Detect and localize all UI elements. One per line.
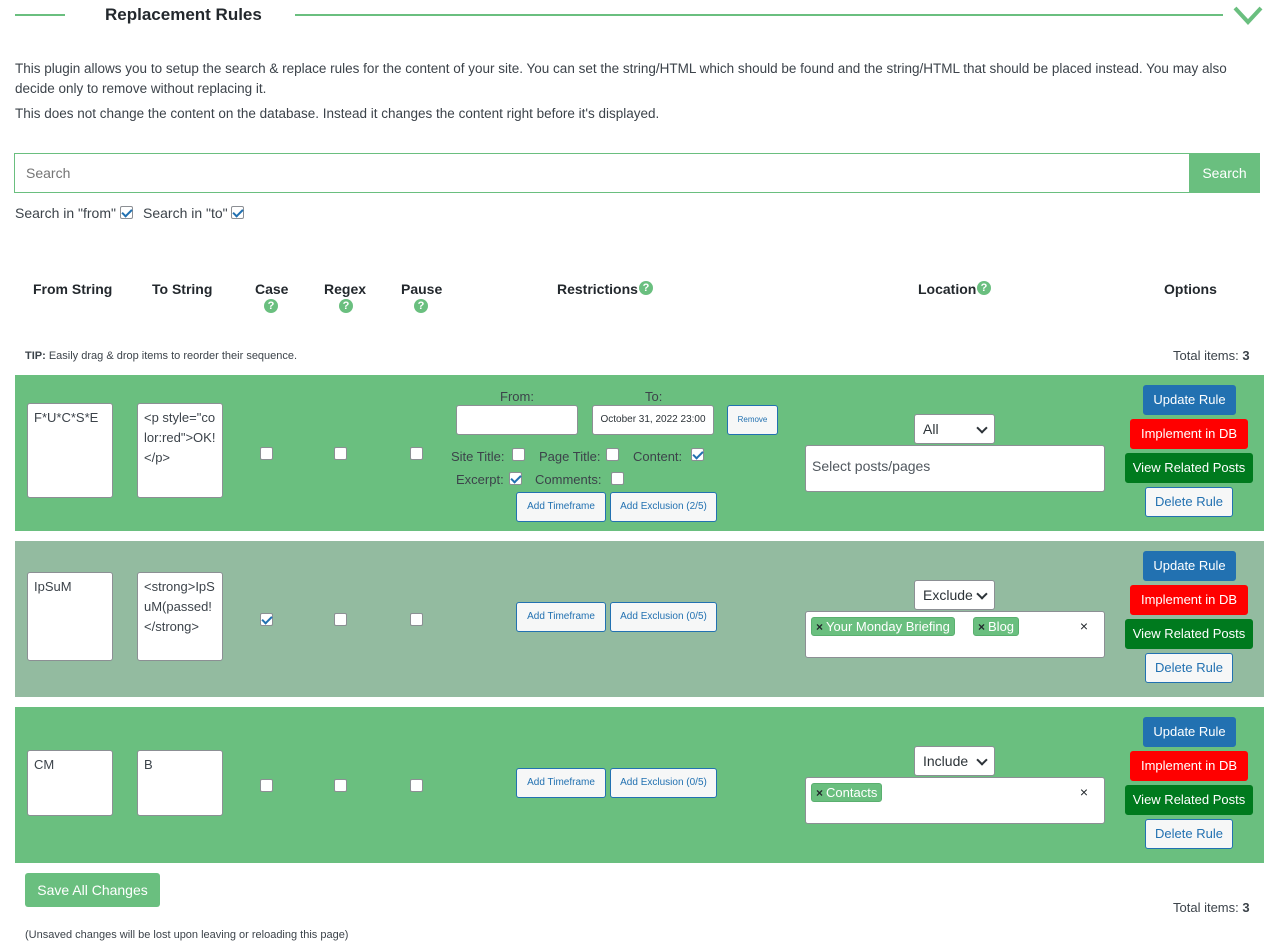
add-timeframe-button[interactable]: Add Timeframe: [516, 602, 606, 632]
clear-selection-icon[interactable]: ×: [1079, 618, 1088, 634]
update-rule-button[interactable]: Update Rule: [1143, 717, 1236, 747]
implement-in-db-button[interactable]: Implement in DB: [1130, 585, 1248, 615]
page-title-label: Page Title:: [539, 449, 601, 464]
timeframe-from-input[interactable]: [456, 405, 578, 435]
from-string-input[interactable]: IpSuM: [27, 572, 113, 661]
regex-checkbox[interactable]: [334, 779, 347, 792]
chevron-down-icon[interactable]: [1232, 5, 1264, 27]
to-string-input[interactable]: <strong>IpSuM(passed!</strong>: [137, 572, 223, 661]
from-string-input[interactable]: F*U*C*S*E: [27, 403, 113, 498]
remove-tag-icon[interactable]: ×: [816, 620, 824, 634]
content-label: Content:: [633, 449, 683, 464]
page-title-checkbox[interactable]: [606, 448, 619, 461]
col-to-string: To String: [152, 281, 213, 297]
search-in-to-label: Search in "to": [143, 205, 228, 221]
col-location: Location: [918, 281, 977, 297]
pause-checkbox[interactable]: [410, 613, 423, 626]
pause-help-icon[interactable]: ?: [414, 299, 428, 313]
tip-text: TIP: Easily drag & drop items to reorder…: [25, 350, 298, 362]
location-mode-select[interactable]: Include: [914, 746, 995, 776]
description-line-1: This plugin allows you to setup the sear…: [15, 61, 1227, 96]
search-in-to-checkbox[interactable]: [231, 206, 244, 219]
delete-rule-button[interactable]: Delete Rule: [1145, 487, 1233, 517]
from-string-input[interactable]: CM: [27, 750, 113, 816]
restrictions-help-icon[interactable]: ?: [639, 281, 653, 295]
timeframe-to-label: To:: [645, 389, 663, 404]
search-button[interactable]: Search: [1189, 153, 1260, 193]
chevron-down-icon: [976, 754, 988, 766]
col-options: Options: [1164, 281, 1217, 297]
add-exclusion-button[interactable]: Add Exclusion (2/5): [610, 492, 717, 522]
timeframe-to-input[interactable]: October 31, 2022 23:00: [592, 405, 714, 435]
col-case: Case: [255, 281, 289, 297]
case-checkbox[interactable]: [260, 447, 273, 460]
remove-tag-icon[interactable]: ×: [816, 786, 824, 800]
rule-row-2[interactable]: IpSuM <strong>IpSuM(passed!</strong> Add…: [15, 541, 1264, 697]
delete-rule-button[interactable]: Delete Rule: [1145, 819, 1233, 849]
comments-checkbox[interactable]: [611, 472, 624, 485]
unsaved-changes-note: (Unsaved changes will be lost upon leavi…: [25, 929, 349, 941]
clear-selection-icon[interactable]: ×: [1079, 784, 1088, 800]
header-line-right: [295, 14, 1223, 16]
total-items-bottom: Total items: 3: [1173, 900, 1250, 915]
case-checkbox[interactable]: [260, 613, 273, 626]
col-pause: Pause: [401, 281, 443, 297]
col-regex: Regex: [324, 281, 367, 297]
chevron-down-icon: [976, 588, 988, 600]
content-checkbox[interactable]: [691, 448, 704, 461]
col-from-string: From String: [33, 281, 113, 297]
case-help-icon[interactable]: ?: [264, 299, 278, 313]
site-title-label: Site Title:: [451, 449, 505, 464]
add-exclusion-button[interactable]: Add Exclusion (0/5): [610, 602, 717, 632]
total-items-top: Total items: 3: [1173, 348, 1250, 363]
remove-tag-icon[interactable]: ×: [978, 620, 986, 634]
location-tag[interactable]: ×Blog: [973, 617, 1020, 636]
view-related-posts-button[interactable]: View Related Posts: [1125, 619, 1253, 649]
section-title: Replacement Rules: [105, 5, 262, 24]
save-all-changes-button[interactable]: Save All Changes: [25, 873, 160, 907]
update-rule-button[interactable]: Update Rule: [1143, 551, 1236, 581]
select-placeholder: Select posts/pages: [812, 458, 931, 474]
location-tag[interactable]: ×Contacts: [811, 783, 883, 802]
view-related-posts-button[interactable]: View Related Posts: [1125, 453, 1253, 483]
location-mode-select[interactable]: Exclude: [914, 580, 995, 610]
excerpt-checkbox[interactable]: [509, 472, 522, 485]
remove-timeframe-button[interactable]: Remove: [727, 405, 778, 435]
search-in-from-label: Search in "from": [15, 205, 116, 221]
rule-row-1[interactable]: F*U*C*S*E <p style="color:red">OK!</p> F…: [15, 375, 1264, 531]
timeframe-from-label: From:: [500, 389, 534, 404]
location-help-icon[interactable]: ?: [977, 281, 991, 295]
add-exclusion-button[interactable]: Add Exclusion (0/5): [610, 768, 717, 798]
location-posts-select[interactable]: ×Contacts ×: [805, 777, 1105, 824]
comments-label: Comments:: [535, 472, 602, 487]
location-posts-select[interactable]: Select posts/pages: [805, 445, 1105, 492]
implement-in-db-button[interactable]: Implement in DB: [1130, 751, 1248, 781]
header-line-left: [15, 14, 65, 16]
col-restrictions: Restrictions: [557, 281, 638, 297]
regex-checkbox[interactable]: [334, 447, 347, 460]
regex-help-icon[interactable]: ?: [339, 299, 353, 313]
site-title-checkbox[interactable]: [512, 448, 525, 461]
search-in-from-checkbox[interactable]: [120, 206, 133, 219]
add-timeframe-button[interactable]: Add Timeframe: [516, 492, 606, 522]
to-string-input[interactable]: B: [137, 750, 223, 816]
chevron-down-icon: [976, 422, 988, 434]
add-timeframe-button[interactable]: Add Timeframe: [516, 768, 606, 798]
description-line-2: This does not change the content on the …: [15, 106, 660, 121]
implement-in-db-button[interactable]: Implement in DB: [1130, 419, 1248, 449]
case-checkbox[interactable]: [260, 779, 273, 792]
location-tag[interactable]: ×Your Monday Briefing: [811, 617, 955, 636]
pause-checkbox[interactable]: [410, 779, 423, 792]
rule-row-3[interactable]: CM B Add Timeframe Add Exclusion (0/5) I…: [15, 707, 1264, 863]
location-mode-select[interactable]: All: [914, 414, 995, 444]
delete-rule-button[interactable]: Delete Rule: [1145, 653, 1233, 683]
pause-checkbox[interactable]: [410, 447, 423, 460]
regex-checkbox[interactable]: [334, 613, 347, 626]
update-rule-button[interactable]: Update Rule: [1143, 385, 1236, 415]
to-string-input[interactable]: <p style="color:red">OK!</p>: [137, 403, 223, 498]
location-posts-select[interactable]: ×Your Monday Briefing ×Blog ×: [805, 611, 1105, 658]
search-input[interactable]: [14, 153, 1189, 193]
excerpt-label: Excerpt:: [456, 472, 504, 487]
view-related-posts-button[interactable]: View Related Posts: [1125, 785, 1253, 815]
